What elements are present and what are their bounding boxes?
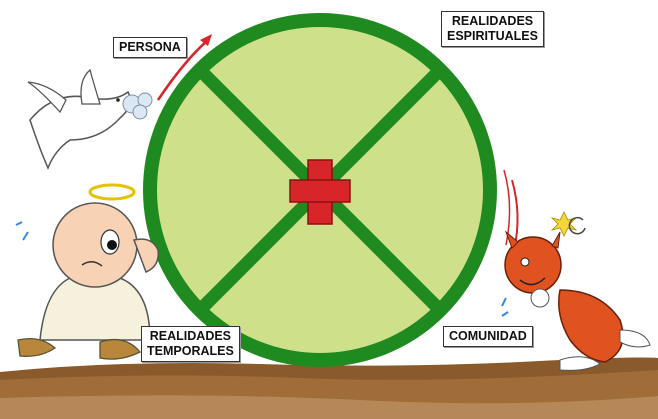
label-comunidad-text: COMUNIDAD [449,329,527,344]
label-line-2: TEMPORALES [147,344,234,359]
label-persona-text: PERSONA [119,40,181,55]
label-line-2: ESPIRITUALES [447,29,538,44]
label-line-1: REALIDADES [447,14,538,29]
label-realidades-temporales: REALIDADES TEMPORALES [141,326,240,362]
sparkle-cloud-icon [123,93,152,119]
label-realidades-espirituales: REALIDADES ESPIRITUALES [441,11,544,47]
label-line-1: REALIDADES [147,329,234,344]
label-comunidad: COMUNIDAD [443,326,533,347]
dove-icon [28,70,152,168]
label-persona: PERSONA [113,37,187,58]
halo-icon [90,185,134,199]
angel-child-icon [16,185,158,359]
